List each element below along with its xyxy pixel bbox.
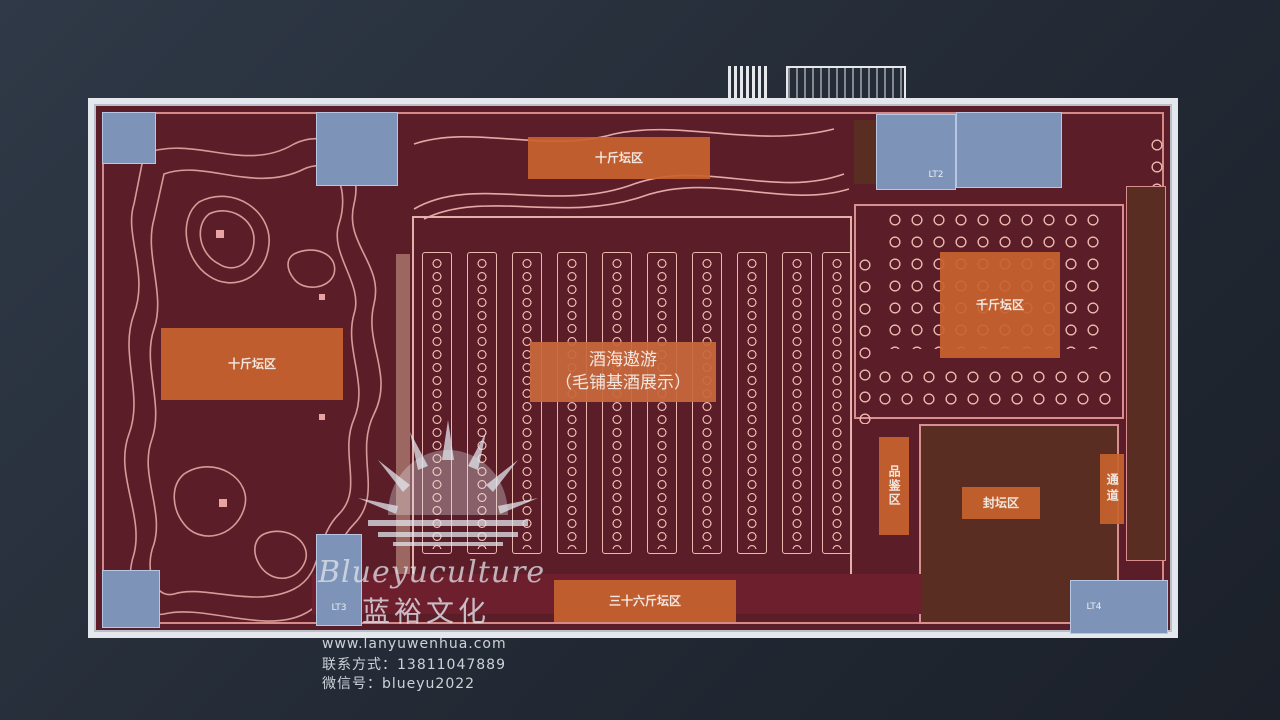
zone-bottom[interactable]: 三十六斤坛区 — [554, 580, 736, 622]
zone-sealing[interactable]: 封坛区 — [962, 487, 1040, 519]
lane — [512, 252, 542, 554]
watermark-website: www.lanyuwenhua.com — [322, 636, 507, 652]
stair-room-top — [316, 112, 398, 186]
elevator-lt2: LT2 — [876, 114, 956, 190]
lane — [822, 252, 852, 554]
lane — [737, 252, 767, 554]
elevator-lt3-label: LT3 — [331, 603, 347, 613]
jar-grid-right-lower — [874, 366, 1114, 410]
elevator-lt4: LT4 — [1070, 580, 1168, 634]
zone-center-line1: 酒海遨游 — [589, 350, 657, 371]
lane — [422, 252, 452, 554]
elevator-lt4-label: LT4 — [1086, 602, 1102, 612]
watermark-contact: 联系方式：13811047889 — [322, 657, 506, 673]
jar-column-right — [854, 254, 876, 424]
watermark-logo-icon — [358, 420, 538, 546]
zone-center-line2: （毛铺基酒展示） — [555, 373, 691, 393]
service-room-bottomleft — [102, 570, 160, 628]
lane — [602, 252, 632, 554]
service-room-topleft — [102, 112, 156, 164]
central-hall-wall-left — [396, 254, 410, 574]
lane — [647, 252, 677, 554]
zone-tasting[interactable]: 品鉴区 — [879, 437, 909, 535]
elevator-lt3: LT3 — [316, 534, 362, 626]
elevator-lt2-label: LT2 — [928, 170, 944, 180]
lane — [692, 252, 722, 554]
watermark-brand-en: Blueyuculture — [318, 555, 546, 590]
service-room-top-right — [956, 112, 1062, 188]
lane — [782, 252, 812, 554]
watermark: Blueyuculture 蓝裕文化 — [318, 420, 568, 660]
zone-right[interactable]: 千斤坛区 — [940, 252, 1060, 358]
top-band-contours — [413, 128, 850, 220]
lane — [467, 252, 497, 554]
lane — [557, 252, 587, 554]
right-corridor — [1126, 186, 1166, 561]
watermark-brand-cn: 蓝裕文化 — [362, 595, 491, 628]
zone-top-center[interactable]: 十斤坛区 — [528, 137, 710, 179]
zone-left[interactable]: 十斤坛区 — [161, 328, 343, 400]
zone-passage[interactable]: 通道 — [1100, 454, 1124, 524]
display-lanes — [422, 252, 852, 562]
zone-center[interactable]: 酒海遨游 （毛铺基酒展示） — [530, 342, 716, 402]
watermark-wechat: 微信号：blueyu2022 — [322, 676, 476, 692]
floor-plan: LT2 LT3 LT4 十斤坛区 十斤坛区 千斤坛区 酒海遨游 （毛铺基酒展示）… — [88, 98, 1178, 638]
